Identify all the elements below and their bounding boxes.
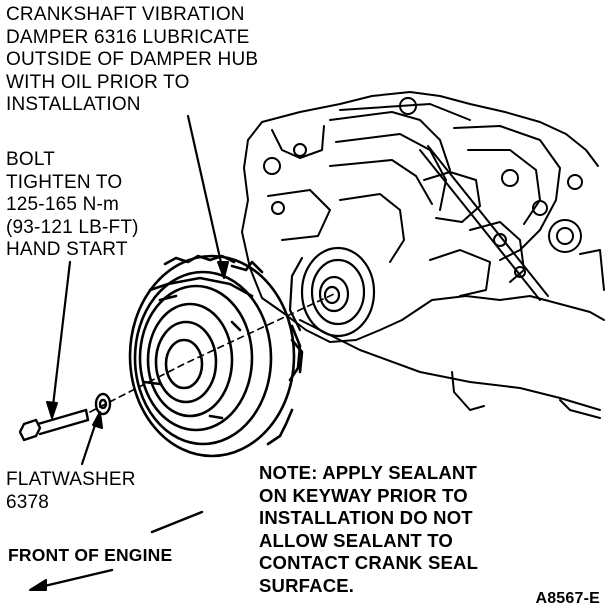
flatwasher [94, 392, 112, 416]
center-line [89, 293, 335, 413]
engine-block [241, 91, 605, 419]
flatwasher-label: FLATWASHER 6378 [6, 469, 136, 513]
front-of-engine-upper-arrow [150, 510, 204, 534]
bolt-leader-arrow [50, 260, 72, 416]
bolt-label: BOLT TIGHTEN TO 125-165 N-m (93-121 LB-F… [6, 149, 139, 260]
damper-leader-arrow [186, 114, 226, 278]
crankshaft-snout [288, 246, 376, 338]
bolt-leader-arrowhead [46, 401, 58, 419]
sealant-note: NOTE: APPLY SEALANT ON KEYWAY PRIOR TO I… [259, 462, 479, 596]
bolt [18, 408, 90, 442]
front-of-engine-label: FRONT OF ENGINE [8, 545, 173, 565]
vibration-damper [128, 254, 304, 458]
damper-leader-arrowhead [217, 261, 229, 279]
front-of-engine-lower-arrow [34, 568, 114, 590]
front-of-engine-arrowhead [29, 579, 47, 591]
damper-label: CRANKSHAFT VIBRATION DAMPER 6316 LUBRICA… [6, 4, 259, 115]
figure-id: A8567-E [535, 589, 600, 607]
washer-leader-arrowhead [92, 411, 103, 429]
